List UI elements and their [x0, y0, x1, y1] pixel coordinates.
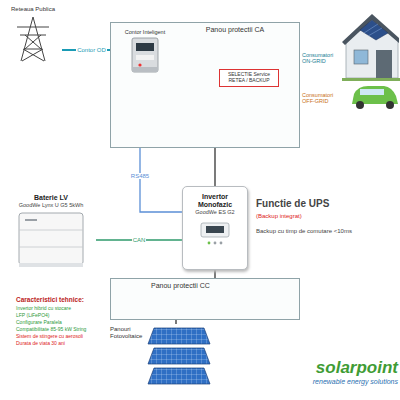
logo-text: solarpoint [298, 358, 398, 378]
connector-line [175, 320, 176, 324]
ups-note: Backup cu timp de comutare <10ms [256, 228, 366, 235]
node-text: Reteaua Publica [11, 6, 55, 13]
panels-icon [146, 324, 212, 390]
inverter-icon [195, 219, 235, 249]
smart-meter: Contor Inteligent [121, 29, 169, 87]
ups-title: Functie de UPS [256, 198, 396, 210]
spec-heading: Caracteristici tehnice: [16, 296, 108, 303]
logo-tagline: renewable energy solutions [288, 378, 398, 386]
grid-pylon: Reteaua Publica [4, 6, 62, 68]
pylon-icon [13, 15, 53, 63]
node-text: Panou protectii CC [111, 279, 299, 290]
spec-item: Configurare Paralela [16, 320, 108, 326]
spec-item: Compatibilitate 85-95 kW String [16, 327, 108, 333]
consumer-label: Consumatori OFF-GRID [302, 92, 344, 105]
ups-note: (Backup integrat) [256, 213, 396, 220]
inverter-box: Invertor MonofazicGoodWe ES G2 [182, 186, 248, 270]
node-text: Baterie LV [34, 194, 68, 202]
node-text: GoodWe Lynx U G5 5kWh [19, 202, 84, 208]
node-text: Panouri Fotovoltaice [110, 324, 146, 340]
meter-icon [130, 37, 160, 73]
connector-line [214, 148, 215, 186]
node-text: Invertor Monofazic [186, 193, 244, 209]
node-text: SELECTIE Service RETEA / BACKUP [222, 72, 276, 84]
connector-label: RS485 [130, 173, 150, 180]
consumer-label: Consumatori ON-GRID [302, 52, 344, 65]
node-text: GoodWe ES G2 [195, 209, 234, 215]
connector-label: CAN [132, 237, 147, 244]
selector-switch: SELECTIE Service RETEA / BACKUP [219, 69, 279, 87]
spec-item: LFP (LiFePO4) [16, 313, 108, 319]
house-illustration [342, 14, 400, 81]
node-text: Contor Inteligent [125, 29, 165, 35]
spec-item: Sistem de stingere cu aerosoli [16, 334, 108, 340]
ac-protection-panel: Panou protectii CAContor InteligentSELEC… [110, 22, 300, 148]
battery-icon [15, 211, 87, 269]
spec-item: Invertor hibrid cu stocare [16, 306, 108, 312]
car-illustration [352, 86, 398, 109]
dc-protection-panel: Panou protectii CC [110, 278, 300, 320]
spec-item: Durata de viata 30 ani [16, 341, 108, 347]
connector-line [214, 270, 215, 278]
pv-panels: Panouri Fotovoltaice [110, 324, 216, 394]
connector-label: Contor OD [76, 47, 107, 54]
lv-battery: Baterie LVGoodWe Lynx U G5 5kWh [6, 194, 96, 286]
